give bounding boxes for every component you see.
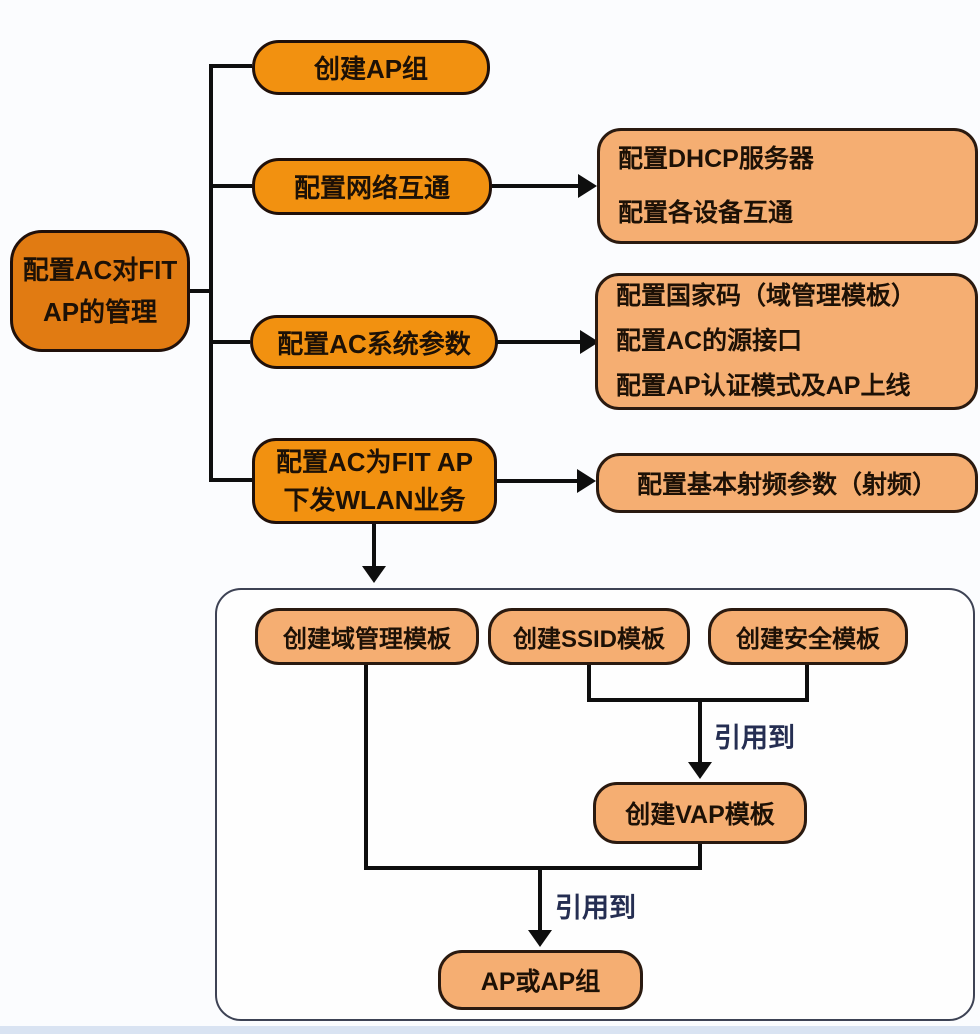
connector-domain-vap-join [364,866,702,870]
target-network-line1: 配置DHCP服务器 [618,145,814,173]
connector-domain-down [364,665,368,870]
vap-template-box: 创建VAP模板 [593,782,807,844]
target-ac-system-line3: 配置AP认证模式及AP上线 [616,372,911,400]
branch-network-label: 配置网络互通 [293,173,450,203]
security-template-box: 创建安全模板 [708,608,908,665]
trunk-line [209,64,213,482]
domain-template-box: 创建域管理模板 [255,608,479,665]
ref-label-to-ap: 引用到 [555,893,636,923]
target-wlan-label: 配置基本射频参数（射频） [636,471,937,499]
ssid-template-box: 创建SSID模板 [488,608,690,665]
target-network-line2: 配置各设备互通 [618,199,794,227]
branch-wlan-label-line2: 下发WLAN业务 [283,485,466,515]
arrow-wlan-head-icon [577,469,596,493]
domain-template-label: 创建域管理模板 [283,626,451,653]
connector-branch-wlan [213,478,252,482]
connector-branch-network [213,184,252,188]
branch-network-box: 配置网络互通 [252,158,492,215]
target-ac-system-line1: 配置国家码（域管理模板） [616,282,917,310]
connector-branch-ac-system [213,340,250,344]
ssid-template-label: 创建SSID模板 [512,626,665,653]
arrow-to-vap-shaft [698,698,702,764]
branch-create-ap-group-box: 创建AP组 [252,40,490,95]
connector-ssid-down [587,665,591,702]
arrow-to-panel-shaft [372,524,376,568]
arrow-ac-system-head-icon [580,330,599,354]
arrow-to-ap-head-icon [528,930,552,947]
arrow-wlan-shaft [497,479,579,483]
target-wlan-box: 配置基本射频参数（射频） [596,453,978,513]
connector-root-to-trunk [190,289,213,293]
branch-create-ap-group-label: 创建AP组 [313,54,429,84]
root-node-ac-fit-ap-management: 配置AC对FIT AP的管理 [10,230,190,352]
arrow-network-head-icon [578,174,597,198]
arrow-to-panel-head-icon [362,566,386,583]
target-network-box: 配置DHCP服务器 配置各设备互通 [597,128,978,244]
branch-wlan-label-line1: 配置AC为FIT AP [276,447,473,477]
branch-ac-system-box: 配置AC系统参数 [250,315,498,369]
root-label-line2: AP的管理 [42,297,158,327]
arrow-to-vap-head-icon [688,762,712,779]
bottom-edge-strip [0,1026,980,1034]
target-ac-system-line2: 配置AC的源接口 [616,327,803,355]
branch-ac-system-label: 配置AC系统参数 [277,328,471,359]
arrow-network-shaft [492,184,580,188]
branch-wlan-box: 配置AC为FIT AP 下发WLAN业务 [252,438,497,524]
connector-branch-create-ap-group [213,64,252,68]
root-label-line1: 配置AC对FIT [22,255,178,285]
security-template-label: 创建安全模板 [736,626,880,653]
ap-or-ap-group-box: AP或AP组 [438,950,643,1010]
connector-vap-down [698,844,702,870]
connector-security-down [805,665,809,702]
arrow-ac-system-shaft [496,340,582,344]
ref-label-to-vap: 引用到 [714,723,795,753]
arrow-to-ap-shaft [538,866,542,932]
target-ac-system-box: 配置国家码（域管理模板） 配置AC的源接口 配置AP认证模式及AP上线 [595,273,978,410]
vap-template-label: 创建VAP模板 [625,801,775,829]
ap-or-ap-group-label: AP或AP组 [480,968,601,996]
